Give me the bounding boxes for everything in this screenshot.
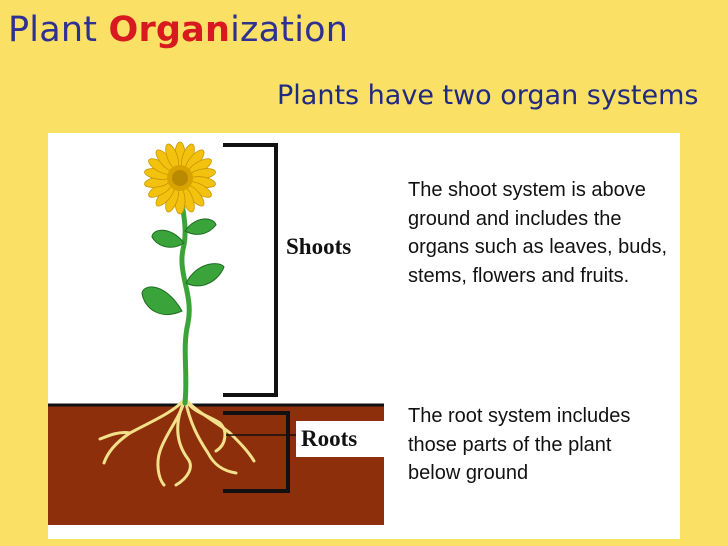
- shoots-label: Shoots: [286, 234, 351, 259]
- roots-label-box: [296, 421, 384, 457]
- plant-diagram: Shoots Roots: [48, 141, 384, 525]
- root-system-description: The root system includes those parts of …: [408, 405, 631, 485]
- plant-stem: [177, 180, 192, 406]
- plant-roots: [98, 397, 256, 487]
- roots-bracket: [223, 411, 290, 493]
- slide-title: Plant Organization: [8, 10, 348, 50]
- title-part-ization: ization: [230, 10, 349, 50]
- title-part-plant: Plant: [8, 10, 109, 50]
- slide-subtitle: Plants have two organ systems: [277, 80, 699, 111]
- roots-label: Roots: [301, 426, 357, 451]
- shoots-label-box: [280, 229, 370, 265]
- title-part-organ: Organ: [108, 10, 231, 50]
- sunflower: [144, 141, 216, 215]
- shoots-bracket: [223, 143, 278, 397]
- shoot-system-description: The shoot system is above ground and inc…: [408, 179, 668, 287]
